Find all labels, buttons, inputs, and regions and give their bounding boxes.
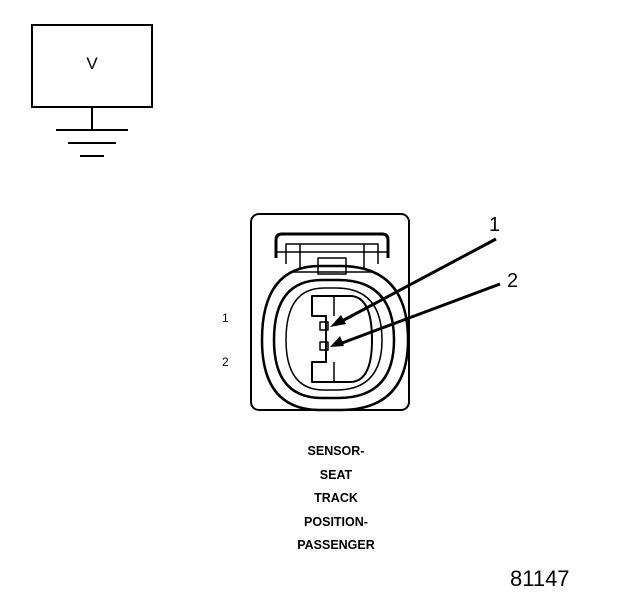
callout-label-2: 2 (507, 270, 519, 292)
voltmeter-symbol (31, 24, 153, 157)
caption-line: POSITION- (304, 514, 368, 529)
callout-label-1: 1 (489, 214, 501, 236)
connector-caption: SENSOR- SEAT TRACK POSITION- PASSENGER (256, 440, 416, 558)
callout-leaders (330, 237, 501, 347)
caption-line: TRACK (314, 491, 358, 505)
pin-1-terminal (319, 321, 329, 331)
connector-face (250, 213, 410, 412)
side-pin-label-2: 2 (222, 355, 229, 369)
caption-line: SEAT (319, 467, 353, 482)
side-pin-label-1: 1 (222, 311, 229, 325)
leader-line-2 (341, 282, 501, 345)
caption-line: SENSOR- (307, 444, 365, 458)
leader-line-1 (341, 237, 497, 323)
connector-key (311, 295, 373, 383)
pin-2-terminal (319, 341, 329, 351)
figure-number: 81147 (510, 566, 570, 591)
caption-line: PASSENGER (297, 538, 375, 552)
connector-body-inner (272, 278, 396, 400)
arrowhead-1 (330, 315, 346, 327)
connector-body-outer (260, 264, 410, 412)
arrowhead-2 (330, 336, 344, 347)
connector-latch (274, 232, 390, 258)
voltmeter-label: V (86, 54, 98, 73)
